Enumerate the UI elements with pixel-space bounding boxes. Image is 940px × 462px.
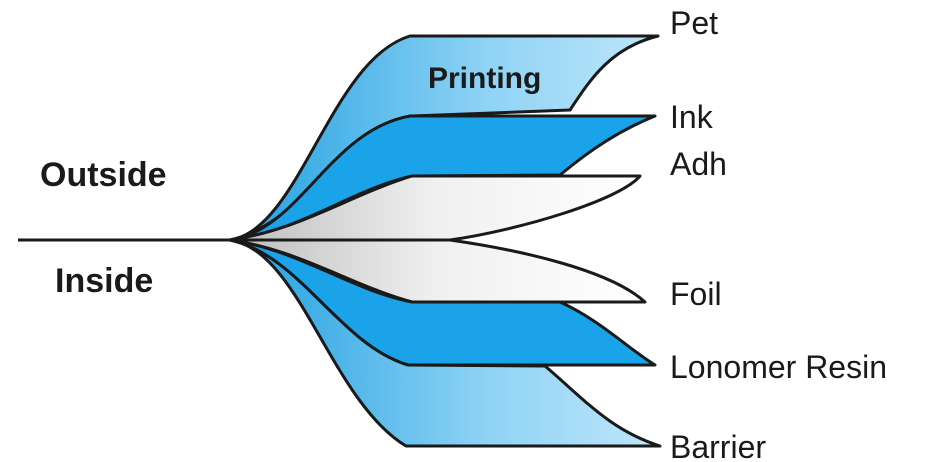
layer-label-barrier: Barrier (670, 429, 766, 462)
layer-barrier-shape (228, 238, 662, 448)
layer-adh-shape (228, 174, 642, 242)
layer-label-ink: Ink (670, 99, 714, 135)
outside-label: Outside (40, 156, 167, 194)
layer-label-pet: Pet (670, 5, 718, 41)
layer-label-adh: Adh (670, 146, 727, 182)
inside-label: Inside (55, 262, 153, 300)
layer-label-lonomer: Lonomer Resin (670, 349, 887, 385)
printing-label: Printing (428, 62, 541, 95)
layer-label-foil: Foil (670, 276, 722, 312)
